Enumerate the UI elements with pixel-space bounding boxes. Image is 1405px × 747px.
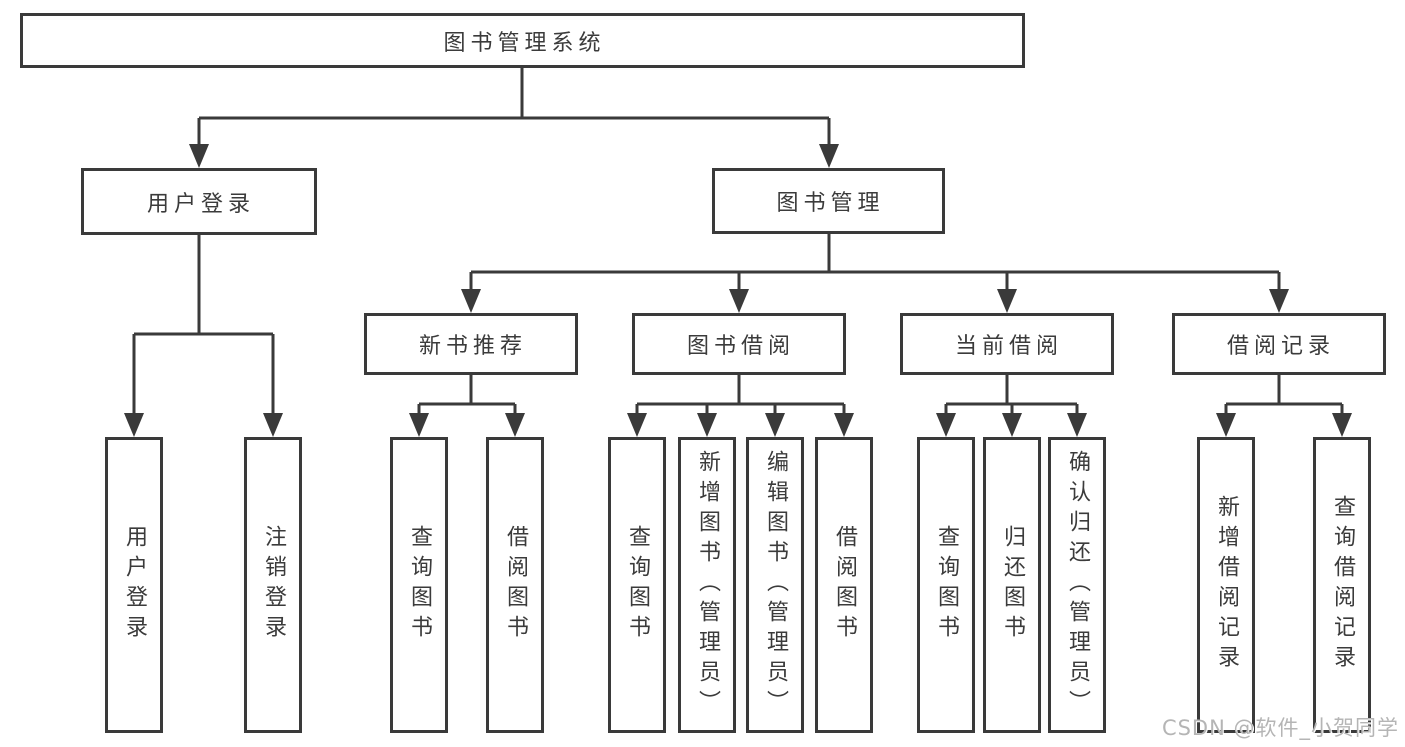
connector-user-login-to-children	[124, 235, 283, 437]
node-new-book-rec: 新书推荐	[364, 313, 578, 375]
leaf-confirm-return-admin: 确认归还（管理员）	[1048, 437, 1106, 733]
leaf-query-book-rec-label: 查询图书	[407, 525, 432, 645]
leaf-borrow-book-label: 借阅图书	[832, 525, 857, 645]
leaf-query-book-borrow: 查询图书	[608, 437, 666, 733]
node-book-borrow: 图书借阅	[632, 313, 846, 375]
watermark: CSDN @软件_小贺同学	[1161, 716, 1399, 740]
node-book-mgmt-label: 图书管理	[776, 191, 885, 216]
leaf-query-book-current: 查询图书	[917, 437, 975, 733]
node-book-mgmt: 图书管理	[712, 168, 945, 234]
leaf-query-book-rec: 查询图书	[390, 437, 448, 733]
leaf-add-borrow-record: 新增借阅记录	[1197, 437, 1255, 733]
leaf-edit-book-admin: 编辑图书（管理员）	[746, 437, 804, 733]
leaf-query-borrow-record-label: 查询借阅记录	[1330, 495, 1355, 675]
leaf-query-book-borrow-label: 查询图书	[625, 525, 650, 645]
leaf-borrow-book-rec-label: 借阅图书	[503, 525, 528, 645]
node-current-borrow: 当前借阅	[900, 313, 1114, 375]
leaf-user-login-label: 用户登录	[122, 525, 147, 645]
node-current-borrow-label: 当前借阅	[954, 334, 1063, 359]
connector-root-to-level2	[189, 68, 839, 168]
node-user-login-label: 用户登录	[146, 191, 255, 217]
leaf-query-book-current-label: 查询图书	[934, 525, 959, 645]
connector-borrow-to-children	[627, 375, 854, 437]
leaf-add-borrow-record-label: 新增借阅记录	[1214, 495, 1239, 675]
leaf-user-login: 用户登录	[105, 437, 163, 733]
node-user-login: 用户登录	[81, 168, 317, 235]
connector-current-to-children	[936, 375, 1087, 437]
leaf-logout: 注销登录	[244, 437, 302, 733]
leaf-add-book-admin-label: 新增图书（管理员）	[695, 450, 720, 720]
leaf-return-book: 归还图书	[983, 437, 1041, 733]
connector-book-mgmt-to-sections	[461, 234, 1289, 313]
leaf-borrow-book-rec: 借阅图书	[486, 437, 544, 733]
node-new-book-rec-label: 新书推荐	[418, 334, 527, 359]
leaf-borrow-book: 借阅图书	[815, 437, 873, 733]
leaf-add-book-admin: 新增图书（管理员）	[678, 437, 736, 733]
node-borrow-records-label: 借阅记录	[1226, 334, 1335, 359]
connector-new-book-to-children	[409, 375, 525, 437]
node-book-borrow-label: 图书借阅	[686, 334, 795, 359]
leaf-confirm-return-admin-label: 确认归还（管理员）	[1065, 450, 1090, 720]
connector-records-to-children	[1216, 375, 1352, 437]
node-borrow-records: 借阅记录	[1172, 313, 1386, 375]
node-root-label: 图书管理系统	[443, 30, 606, 56]
leaf-query-borrow-record: 查询借阅记录	[1313, 437, 1371, 733]
leaf-return-book-label: 归还图书	[1000, 525, 1025, 645]
leaf-logout-label: 注销登录	[261, 525, 286, 645]
leaf-edit-book-admin-label: 编辑图书（管理员）	[763, 450, 788, 720]
node-root: 图书管理系统	[20, 13, 1025, 68]
